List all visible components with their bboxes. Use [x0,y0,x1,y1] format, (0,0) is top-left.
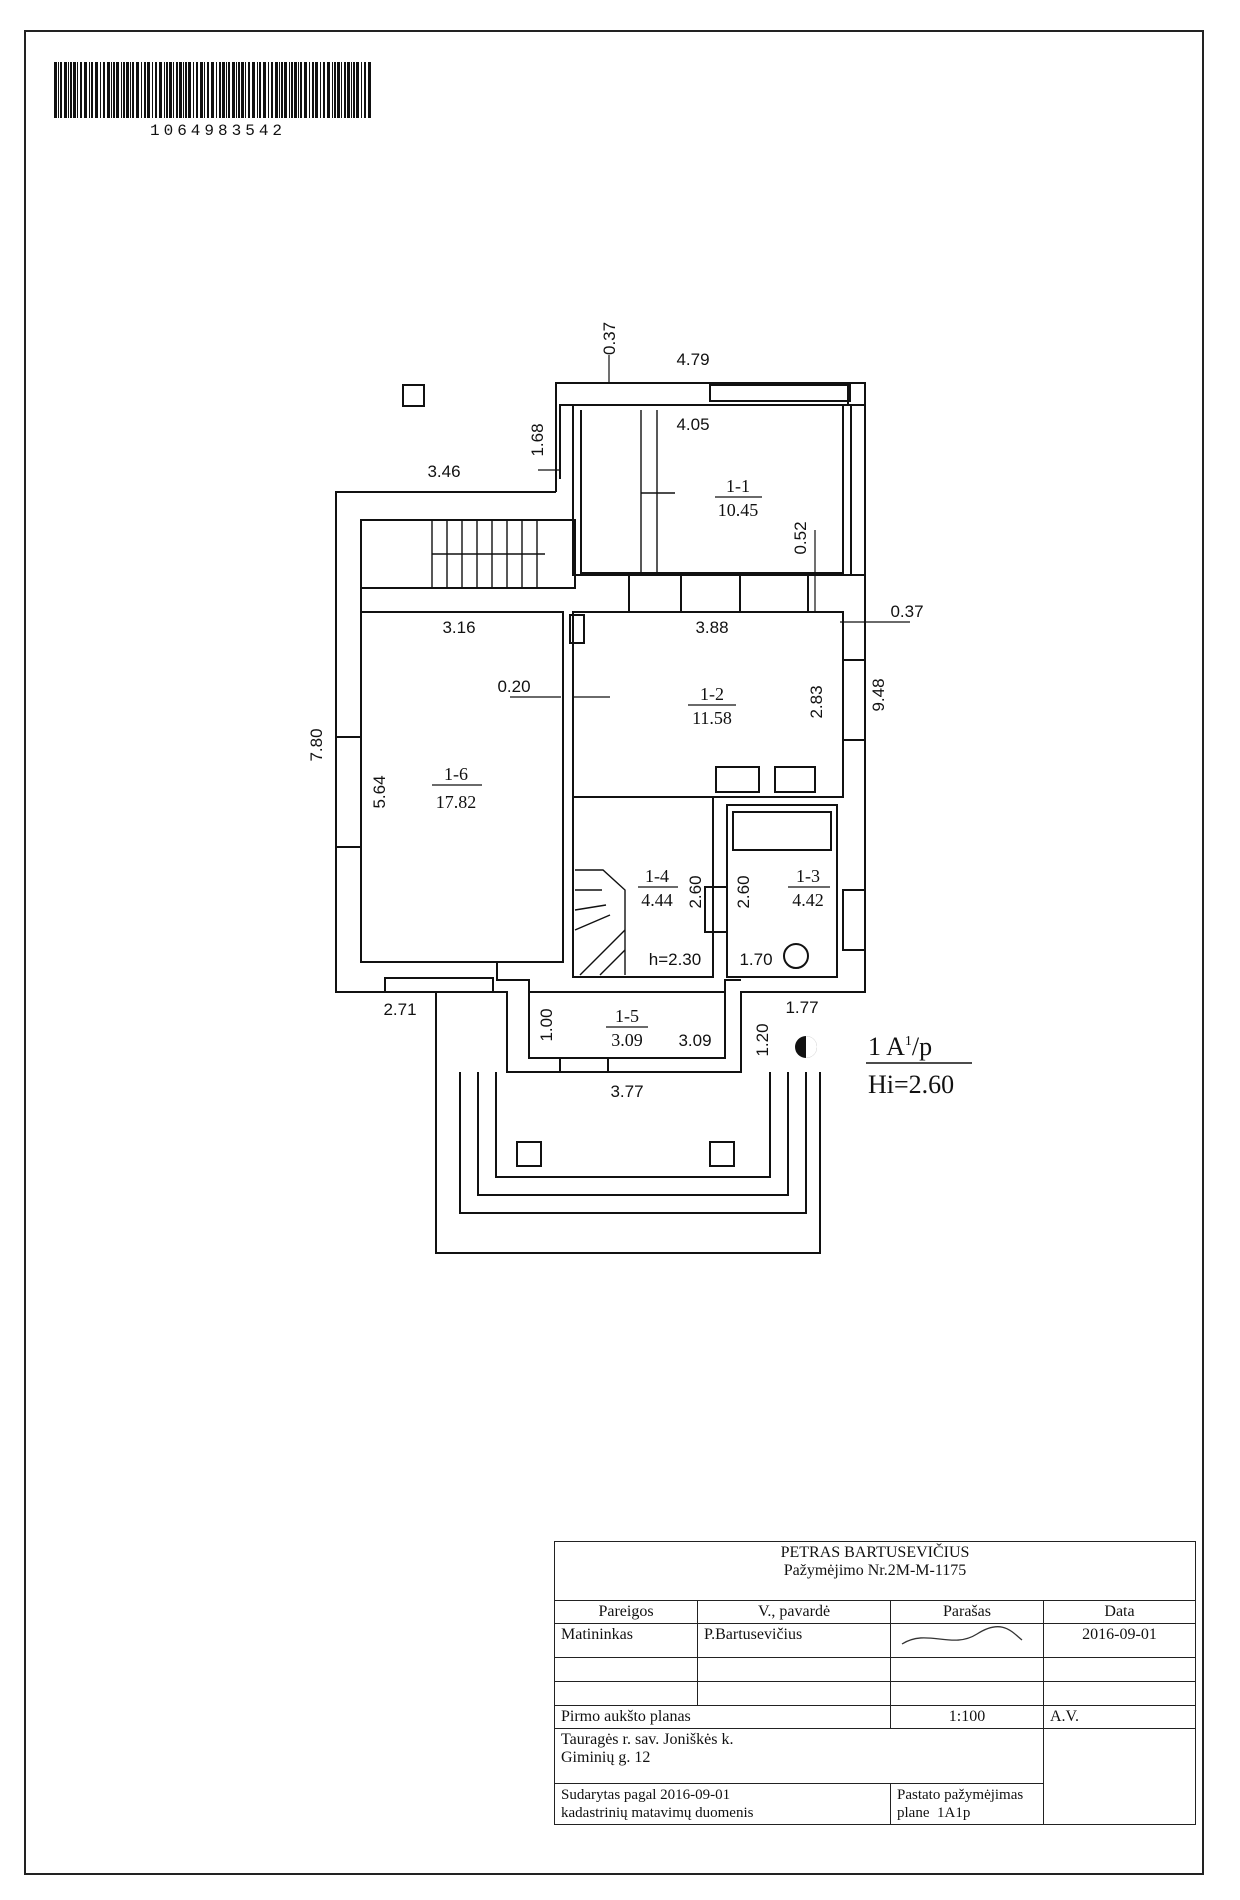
address-line-2: Giminių g. 12 [561,1749,651,1766]
building-mark: Pastato pažymėjimas plane 1A1p [890,1783,1044,1825]
building-mark-value: 1A1p [936,1805,971,1821]
scale: 1:100 [890,1705,1044,1729]
dim-168: 1.68 [528,423,547,456]
ceiling-height-h230: h=2.30 [649,950,701,969]
row1-date: 2016-09-01 [1043,1623,1196,1658]
row1-name: P.Bartusevičius [697,1623,891,1658]
drawing-frame [24,30,1204,1875]
compiled-from: Sudarytas pagal 2016-09-01 kadastrinių m… [554,1783,891,1825]
dim-780: 7.80 [307,728,326,761]
plan-title: Pirmo aukšto planas [554,1705,891,1729]
dim-260-b: 2.60 [734,875,753,908]
dim-564: 5.64 [370,775,389,808]
address: Tauragės r. sav. Joniškės k. Giminių g. … [554,1728,1044,1784]
header-signature: Parašas [890,1600,1044,1624]
room-labels: 1-1 10.45 1-2 11.58 1-3 4.42 1-4 4.44 1-… [432,476,830,1050]
stair-top [360,519,576,589]
av-mark: A.V. [1043,1705,1196,1729]
dim-177: 1.77 [785,998,818,1017]
dim-052: 0.52 [791,521,810,554]
dim-346: 3.46 [427,462,460,481]
dimension-labels: 4.79 0.37 4.05 1.68 3.46 0.52 3.16 3.88 … [307,322,924,1101]
dim-479: 4.79 [676,350,709,369]
handwritten-signature [901,1626,1023,1645]
certificate-number: Pažymėjimo Nr.2M-M-1175 [783,1562,967,1579]
compiled-line-1: Sudarytas pagal 2016-09-01 [561,1787,731,1803]
row1-role: Matininkas [554,1623,698,1658]
dim-100: 1.00 [537,1008,556,1041]
plan-marker-square [402,384,425,407]
dim-271: 2.71 [383,1000,416,1019]
dim-388: 3.88 [695,618,728,637]
room-1-2-area: 11.58 [692,708,732,728]
floor-plan: 1-1 10.45 1-2 11.58 1-3 4.42 1-4 4.44 1-… [307,322,972,1254]
building-label: 1 A1/p [868,1032,932,1061]
room-1-5-area: 3.09 [611,1030,643,1050]
height-label: Hi=2.60 [868,1070,954,1099]
building-mark-line-2: plane [897,1805,930,1821]
room-1-5-id: 1-5 [615,1006,639,1026]
dim-020: 0.20 [497,677,530,696]
dim-316: 3.16 [442,618,475,637]
dim-405: 4.05 [676,415,709,434]
dim-170: 1.70 [739,950,772,969]
company-name: PETRAS BARTUSEVIČIUS [780,1544,970,1561]
signature-cell [890,1623,1044,1658]
room-1-2-id: 1-2 [700,684,724,704]
dim-037-top: 0.37 [600,322,619,355]
address-line-1: Tauragės r. sav. Joniškės k. [561,1731,734,1748]
outer-wall [335,382,866,1073]
room-1-3-id: 1-3 [796,866,820,886]
room-1-6-id: 1-6 [444,764,468,784]
header-role: Pareigos [554,1600,698,1624]
dim-309: 3.09 [678,1031,711,1050]
dim-377: 3.77 [610,1082,643,1101]
barcode-image [54,62,371,118]
room-1-1-area: 10.45 [718,500,759,520]
barcode-number: 1064983542 [150,122,287,140]
dim-283: 2.83 [807,685,826,718]
header-date: Data [1043,1600,1196,1624]
dim-037-right: 0.37 [890,602,923,621]
title-block-header: PETRAS BARTUSEVIČIUS Pažymėjimo Nr.2M-M-… [554,1541,1196,1601]
dim-260-a: 2.60 [686,875,705,908]
title-block: PETRAS BARTUSEVIČIUS Pažymėjimo Nr.2M-M-… [554,1541,1196,1825]
building-mark-label: Pastato pažymėjimas [897,1787,1024,1803]
room-1-4-id: 1-4 [645,866,669,886]
compiled-line-2: kadastrinių matavimų duomenis [561,1805,754,1821]
header-name: V., pavardė [697,1600,891,1624]
room-1-4-area: 4.44 [641,890,673,910]
dim-948: 9.48 [869,678,888,711]
dim-120: 1.20 [753,1023,772,1056]
room-1-3-area: 4.42 [792,890,824,910]
room-1-6-area: 17.82 [436,792,477,812]
room-1-1-id: 1-1 [726,476,750,496]
